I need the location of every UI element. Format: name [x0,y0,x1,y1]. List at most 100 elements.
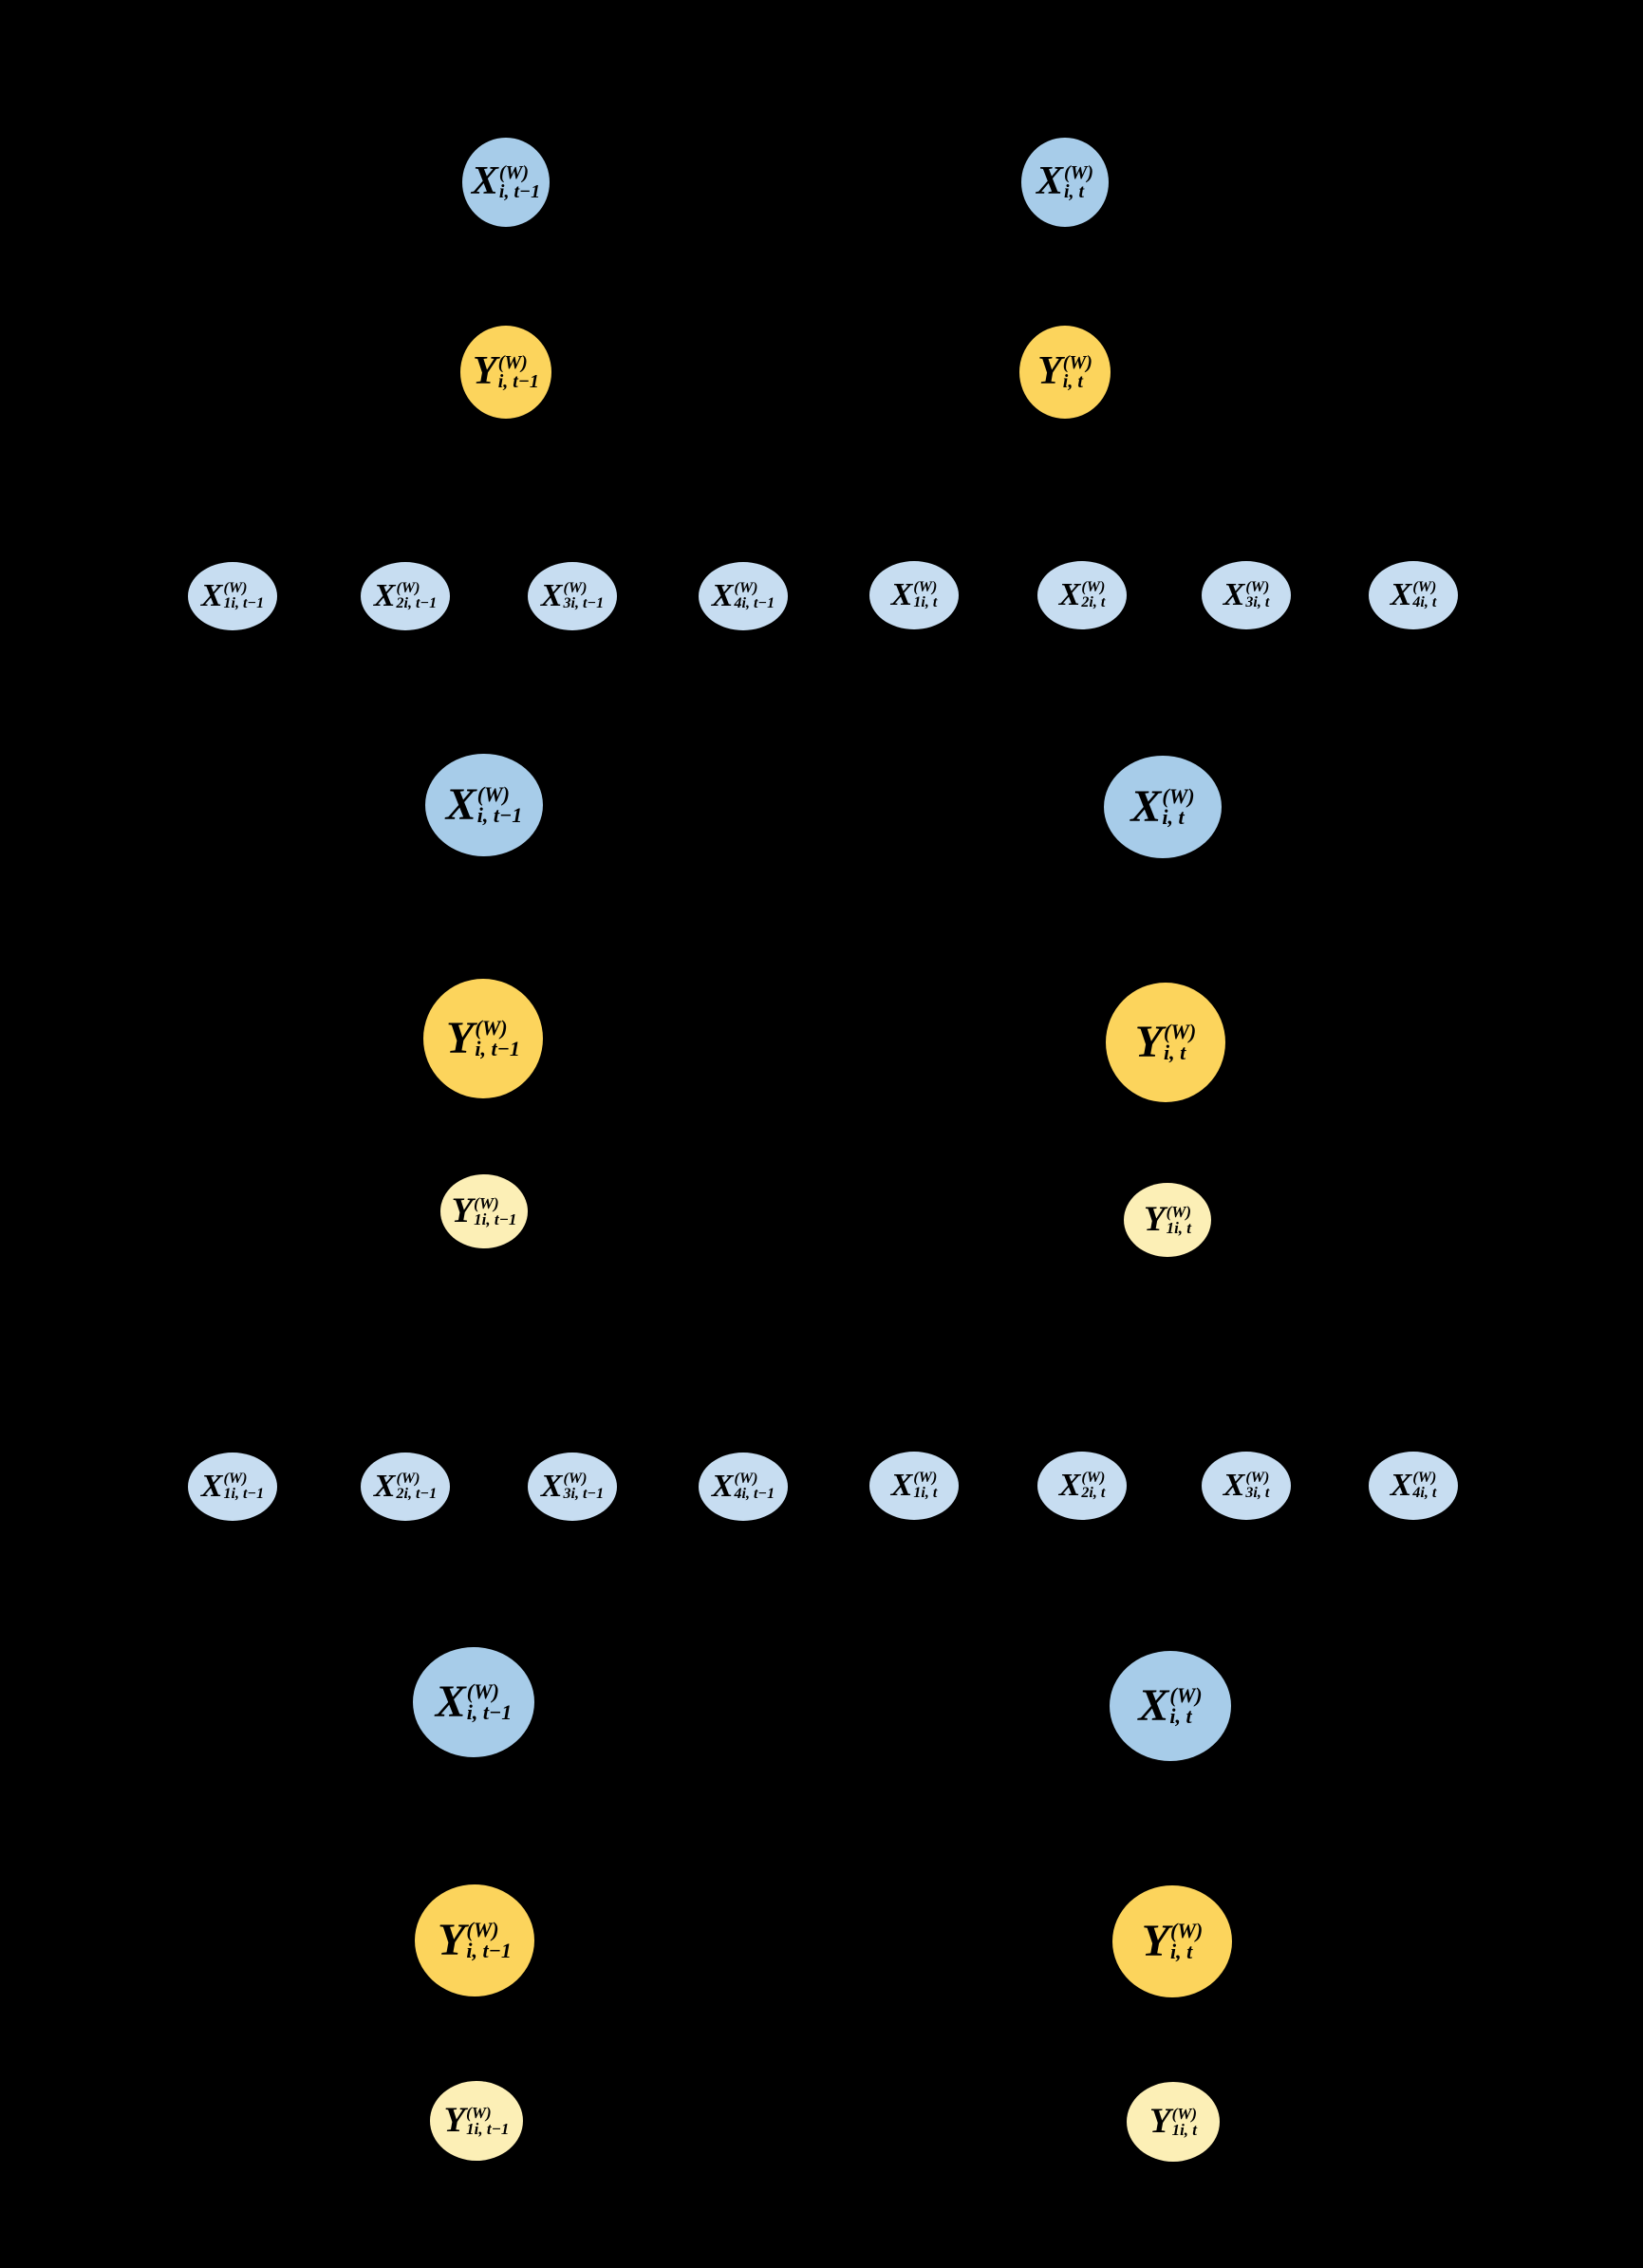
node-letter: X [445,778,476,830]
node-superscript: (W) [563,580,588,596]
row1-x3-tminus1-node: X (W) 3i, t−1 [528,562,617,630]
node-subscript: i, t−1 [475,1037,520,1060]
node-superscript: (W) [466,1679,499,1703]
node-superscript: (W) [1081,1470,1106,1486]
row1-x1-tminus1-node: X (W) 1i, t−1 [188,562,277,630]
node-superscript: (W) [475,1016,508,1040]
row2-x3-tminus1-node: X (W) 3i, t−1 [528,1453,617,1521]
node-scripts: (W) 1i, t−1 [224,1471,265,1502]
node-superscript: (W) [1166,1203,1192,1221]
row1-x2-tminus1-node: X (W) 2i, t−1 [361,562,450,630]
row2-x1-t-node: X (W) 1i, t [869,1452,959,1520]
node-subscript: 3i, t [1245,1485,1270,1501]
node-subscript: 4i, t−1 [734,1486,775,1502]
node-scripts: (W) 3i, t [1245,1471,1269,1501]
row1-x4-tminus1-node: X (W) 4i, t−1 [699,562,788,630]
node-scripts: (W) 4i, t−1 [735,581,775,611]
row1-x2-t-node: X (W) 2i, t [1037,561,1127,629]
node-scripts: (W) 3i, t [1245,580,1269,610]
node-subscript: 1i, t [913,1485,938,1501]
node-superscript: (W) [734,580,758,596]
node-subscript: 2i, t−1 [396,595,438,611]
node-scripts: (W) 1i, t−1 [474,1195,516,1228]
node-scripts: (W) 3i, t−1 [564,1471,605,1502]
node-letter: X [435,1676,466,1727]
panel-b-y1-tminus1-node: Y (W) 1i, t−1 [440,1174,528,1248]
node-subscript: 2i, t [1081,1485,1106,1501]
node-letter: X [1058,1467,1081,1503]
node-scripts: (W) i, t [1164,1022,1196,1063]
row2-x1-tminus1-node: X (W) 1i, t−1 [188,1453,277,1521]
node-superscript: (W) [1170,1919,1204,1942]
node-superscript: (W) [1245,579,1270,595]
node-scripts: (W) 1i, t [1167,1204,1191,1236]
panel-c-y-tminus1-node: Y (W) i, t−1 [415,1884,534,1996]
node-subscript: i, t−1 [476,803,523,827]
node-scripts: (W) i, t [1063,353,1092,391]
node-scripts: (W) i, t [1064,163,1093,201]
node-letter: X [1036,159,1063,204]
node-superscript: (W) [1245,1470,1270,1486]
node-superscript: (W) [1062,352,1092,373]
node-letter: X [540,577,563,613]
node-scripts: (W) 1i, t [913,1471,937,1501]
node-superscript: (W) [396,580,420,596]
node-superscript: (W) [1164,1020,1197,1043]
node-scripts: (W) 2i, t [1081,580,1105,610]
panel-c-y1-tminus1-node: Y (W) 1i, t−1 [430,2081,523,2161]
node-subscript: 1i, t−1 [474,1210,517,1228]
node-superscript: (W) [1412,1470,1437,1486]
node-letter: X [1390,576,1412,612]
node-subscript: i, t−1 [498,181,541,202]
node-subscript: 2i, t [1081,594,1106,610]
node-letter: X [200,577,223,613]
row1-x1-t-node: X (W) 1i, t [869,561,959,629]
node-letter: Y [438,1914,465,1965]
node-scripts: (W) 1i, t−1 [466,2105,509,2137]
node-subscript: i, t [1169,1704,1192,1728]
panel-b-y1-t-node: Y (W) 1i, t [1124,1183,1211,1257]
node-letter: Y [1037,349,1062,394]
node-scripts: (W) i, t−1 [477,784,523,826]
node-letter: X [373,1468,396,1504]
panel-b-x-t-node: X (W) i, t [1104,756,1222,858]
node-superscript: (W) [1412,579,1437,595]
node-letter: X [471,159,498,204]
row2-x2-tminus1-node: X (W) 2i, t−1 [361,1453,450,1521]
node-superscript: (W) [913,1470,938,1486]
node-superscript: (W) [1162,784,1195,808]
node-scripts: (W) 4i, t−1 [735,1471,775,1502]
node-letter: Y [446,1012,474,1063]
node-subscript: i, t [1063,181,1085,202]
node-superscript: (W) [1081,579,1106,595]
node-superscript: (W) [497,352,528,373]
node-scripts: (W) 4i, t [1412,580,1436,610]
node-superscript: (W) [466,1918,499,1941]
node-subscript: 4i, t−1 [734,595,775,611]
panel-a-x-tminus1-node: X (W) i, t−1 [462,138,550,227]
node-superscript: (W) [1063,162,1094,183]
node-scripts: (W) i, t−1 [475,1018,520,1059]
row1-x3-t-node: X (W) 3i, t [1202,561,1291,629]
node-letter: X [1223,1467,1245,1503]
node-subscript: i, t [1062,371,1083,392]
panel-a-y-tminus1-node: Y (W) i, t−1 [460,326,551,419]
node-letter: X [1058,576,1081,612]
node-letter: X [711,1468,734,1504]
node-letter: X [890,576,913,612]
node-superscript: (W) [1171,2105,1198,2123]
row2-x2-t-node: X (W) 2i, t [1037,1452,1127,1520]
node-superscript: (W) [913,579,938,595]
node-subscript: 2i, t−1 [396,1486,438,1502]
node-subscript: i, t−1 [497,371,539,392]
node-scripts: (W) i, t−1 [466,1920,512,1961]
node-scripts: (W) i, t−1 [499,163,540,201]
panel-c-x-t-node: X (W) i, t [1110,1651,1231,1761]
node-superscript: (W) [223,580,248,596]
node-scripts: (W) i, t [1170,1921,1203,1962]
node-subscript: i, t [1164,1040,1186,1064]
node-subscript: i, t−1 [466,1700,513,1724]
node-scripts: (W) 1i, t−1 [224,581,265,611]
node-scripts: (W) i, t [1169,1685,1202,1727]
